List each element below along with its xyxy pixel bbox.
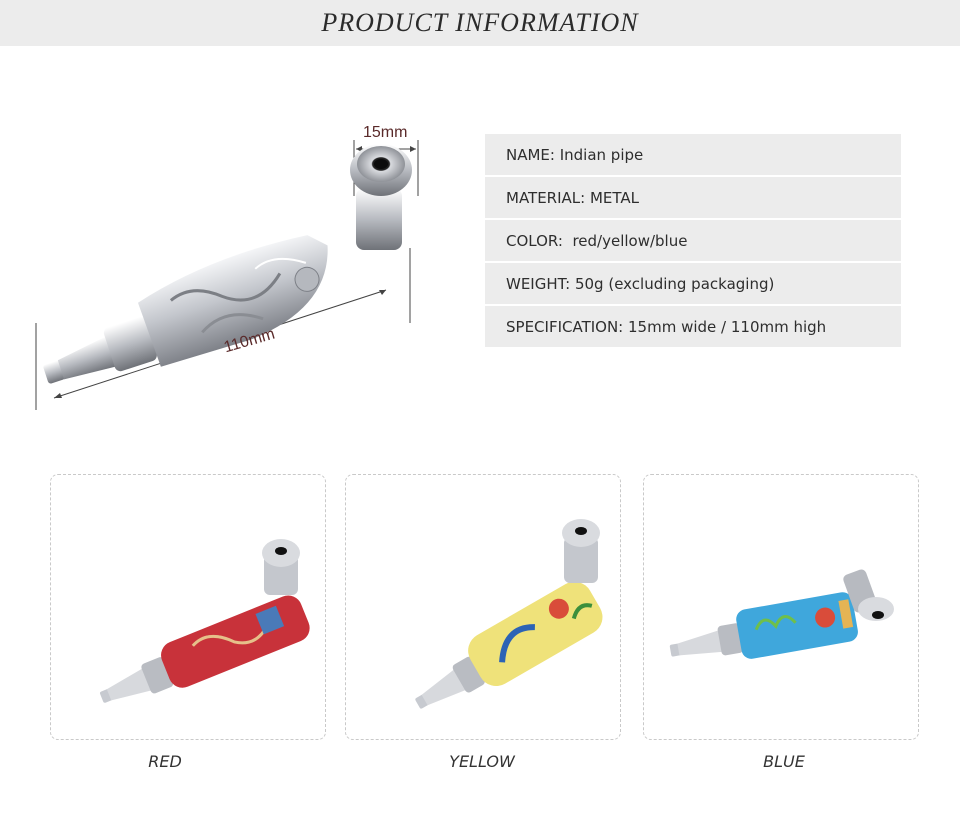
- silver-pipe-image: [35, 140, 419, 410]
- spec-table: NAME: Indian pipe MATERIAL: METAL COLOR:…: [485, 134, 901, 349]
- page-title: PRODUCT INFORMATION: [321, 8, 639, 37]
- red-pipe-image: [99, 539, 310, 703]
- variant-card-blue[interactable]: [643, 474, 919, 740]
- variant-card-red[interactable]: [50, 474, 326, 740]
- spec-specification: SPECIFICATION: 15mm wide / 110mm high: [485, 306, 901, 347]
- product-figure: 15mm 110mm: [30, 118, 430, 438]
- header-bar: PRODUCT INFORMATION: [0, 0, 960, 46]
- spec-name: NAME: Indian pipe: [485, 134, 901, 175]
- spec-weight: WEIGHT: 50g (excluding packaging): [485, 263, 901, 304]
- spec-color: COLOR: red/yellow/blue: [485, 220, 901, 261]
- variant-label-red: RED: [148, 752, 182, 771]
- variant-card-yellow[interactable]: [345, 474, 621, 740]
- yellow-pipe-image: [415, 519, 603, 709]
- variant-label-blue: BLUE: [763, 752, 805, 771]
- variant-label-yellow: YELLOW: [449, 752, 515, 771]
- spec-material: MATERIAL: METAL: [485, 177, 901, 218]
- width-dimension-label: 15mm: [363, 124, 408, 141]
- blue-pipe-image: [669, 569, 894, 659]
